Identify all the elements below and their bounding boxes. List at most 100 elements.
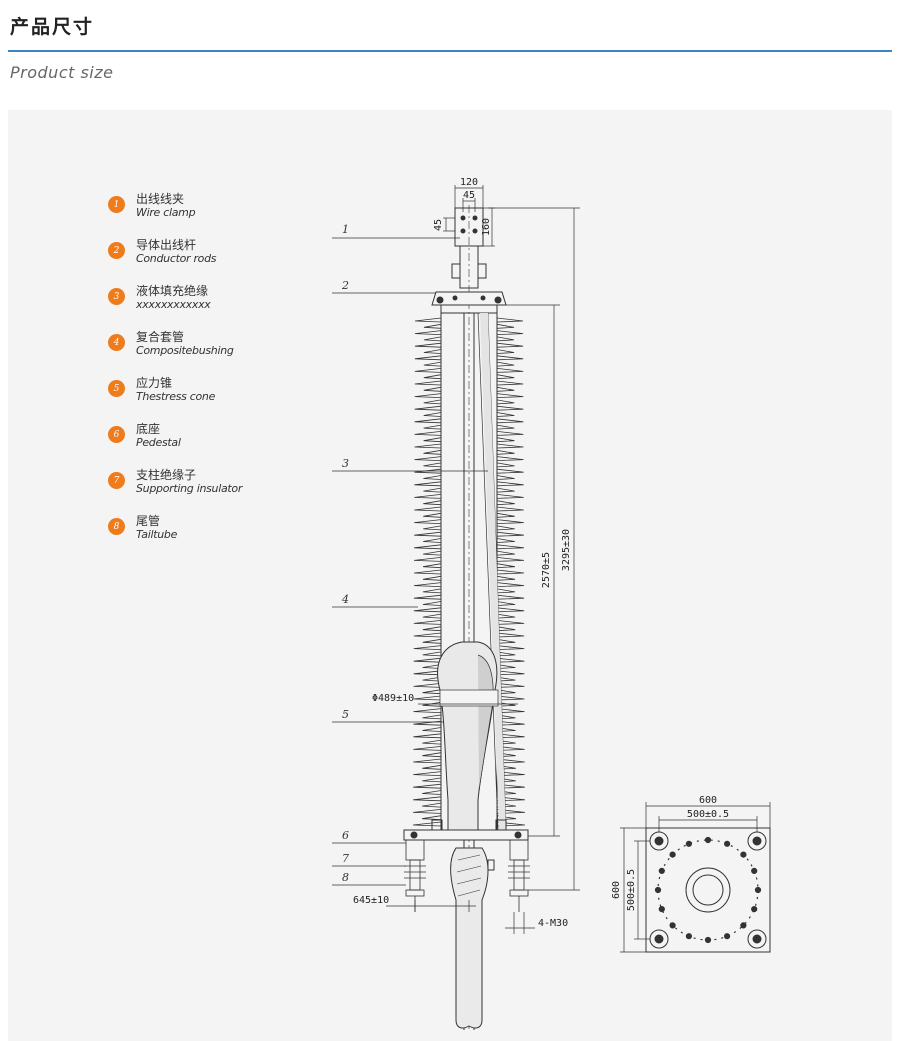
shed-left <box>414 418 442 424</box>
shed-right <box>496 506 524 512</box>
shed-right <box>496 355 524 361</box>
shed-left <box>423 386 442 392</box>
shed-left <box>414 317 442 323</box>
shed-right <box>496 569 525 575</box>
bolt-hole <box>724 933 731 940</box>
legend-item: 3 液体填充绝缘 xxxxxxxxxxxx <box>108 282 328 322</box>
shed-right <box>496 405 524 411</box>
shed-right <box>496 361 515 367</box>
shed-right <box>496 783 525 789</box>
shed-left <box>423 462 442 468</box>
shed-left <box>422 601 442 606</box>
dim-clamp-width: 120 <box>460 177 478 188</box>
shed-left <box>422 739 442 745</box>
base-span-dimension <box>386 900 535 934</box>
bolt-hole <box>724 840 731 847</box>
shed-left <box>414 519 442 524</box>
shed-left <box>423 349 442 354</box>
shed-right <box>496 720 525 726</box>
legend-item: 1 出线线夹 Wire clamp <box>108 190 328 230</box>
shed-left <box>414 380 442 386</box>
shed-left <box>413 695 442 701</box>
number-badge-icon: 8 <box>108 518 125 535</box>
number-badge-icon: 1 <box>108 196 125 213</box>
shed-right <box>496 809 525 814</box>
shed-right <box>496 563 516 569</box>
bolt-hole <box>751 906 758 913</box>
shed-left <box>423 550 442 556</box>
bushing-body <box>440 312 507 831</box>
shed-right <box>496 575 516 581</box>
legend-cn-label: 底座 <box>136 422 161 436</box>
clamp-dimensions <box>443 185 495 247</box>
shed-left <box>414 355 442 361</box>
shed-right <box>496 632 525 638</box>
shed-left <box>423 487 442 493</box>
stress-cone <box>437 641 499 831</box>
bolt-hole <box>704 836 712 844</box>
shed-left <box>414 342 442 348</box>
legend-cn-label: 液体填充绝缘 <box>136 284 209 298</box>
shed-left <box>422 664 442 669</box>
bolt-hole <box>704 936 712 944</box>
shed-right <box>496 531 524 537</box>
shed-right <box>496 443 524 449</box>
shed-right <box>496 676 516 682</box>
bolt-hole <box>754 886 762 894</box>
shed-right <box>496 657 525 663</box>
legend-item: 2 导体出线杆 Conductor rods <box>108 236 328 276</box>
shed-left <box>414 481 442 487</box>
shed-left <box>423 412 442 417</box>
callout-2: 2 <box>341 279 349 292</box>
shed-right <box>496 771 525 776</box>
shed-left <box>414 393 442 398</box>
shed-right <box>496 695 525 701</box>
bolt-circle <box>654 836 762 944</box>
shed-left <box>423 374 442 380</box>
bolt-hole <box>685 840 693 847</box>
callout-4: 4 <box>341 593 349 606</box>
shed-right <box>496 424 515 430</box>
shed-left <box>423 475 442 480</box>
page-title: 产品尺寸 <box>10 16 95 38</box>
shed-left <box>413 607 442 613</box>
bolt-hole <box>669 851 676 858</box>
callout-7: 7 <box>342 852 349 865</box>
shed-left <box>423 361 442 367</box>
top-flange <box>431 291 507 314</box>
dim-bolts: 4-M30 <box>538 918 568 929</box>
shed-left <box>413 582 442 587</box>
legend-cn-label: 复合套管 <box>136 330 185 344</box>
legend-en-label: Tailtube <box>136 528 178 541</box>
bolt-hole <box>740 922 747 929</box>
page-subtitle: Product size <box>10 63 114 82</box>
shed-left <box>422 802 442 808</box>
shed-right <box>496 796 525 802</box>
shed-left <box>413 733 442 739</box>
shed-right <box>496 613 516 619</box>
shed-left <box>422 727 442 732</box>
shed-left <box>413 645 442 650</box>
shed-right <box>496 651 516 657</box>
number-badge-icon: 5 <box>108 380 125 397</box>
dim-clamp-side: 45 <box>433 219 444 231</box>
shed-right <box>496 475 515 480</box>
shed-right <box>496 714 516 720</box>
shed-right <box>496 550 515 556</box>
shed-right <box>496 594 525 600</box>
dim-base-outer: 600 <box>699 795 717 806</box>
shed-left <box>423 424 442 430</box>
legend-en-label: Conductor rods <box>136 252 217 265</box>
shed-right <box>496 620 525 625</box>
shed-left <box>414 557 442 562</box>
shed-right <box>496 758 525 764</box>
shed-left <box>421 815 442 821</box>
shed-right <box>496 380 524 386</box>
shed-right <box>496 525 515 531</box>
shed-left <box>423 399 442 405</box>
shed-right <box>496 393 524 398</box>
base-plate-plan <box>645 827 771 953</box>
dim-base-inner-vertical: 500±0.5 <box>626 869 637 911</box>
legend-en-label: Supporting insulator <box>136 482 243 495</box>
shed-right <box>496 683 525 688</box>
